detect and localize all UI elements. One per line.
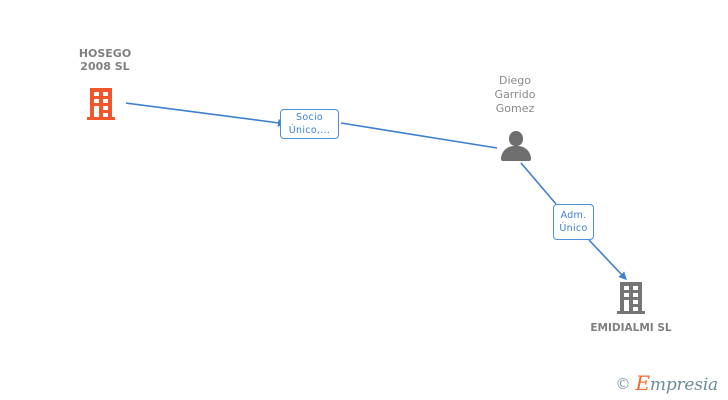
company-label-emidialmi: EMIDIALMI SL — [590, 322, 672, 334]
person-label-diego: Diego Garrido Gomez — [494, 74, 536, 115]
company-label-hosego: HOSEGO 2008 SL — [78, 47, 132, 73]
brand-rest: mpresia — [649, 375, 718, 395]
edge-label-socio-unico[interactable]: Socio Único,... — [280, 109, 339, 139]
building-icon — [617, 282, 645, 314]
company-icon-hosego[interactable] — [87, 88, 115, 120]
person-icon-diego[interactable] — [499, 131, 533, 161]
brand-initial: E — [635, 371, 651, 395]
copyright-icon: © — [615, 375, 631, 393]
building-icon — [87, 88, 115, 120]
watermark-empresia: © Empresia — [615, 373, 719, 395]
person-icon — [499, 131, 533, 161]
company-icon-emidialmi[interactable] — [617, 282, 645, 314]
edge-label-line-1: Adm. — [560, 210, 587, 221]
edge-label-line-2: Único,... — [288, 125, 331, 136]
brand-wordmark: Empresia — [636, 373, 719, 395]
edge-label-adm-unico[interactable]: Adm. Único — [553, 204, 594, 240]
edge-label-line-2: Único — [559, 223, 588, 234]
edge-label-line-1: Socio — [295, 112, 324, 123]
